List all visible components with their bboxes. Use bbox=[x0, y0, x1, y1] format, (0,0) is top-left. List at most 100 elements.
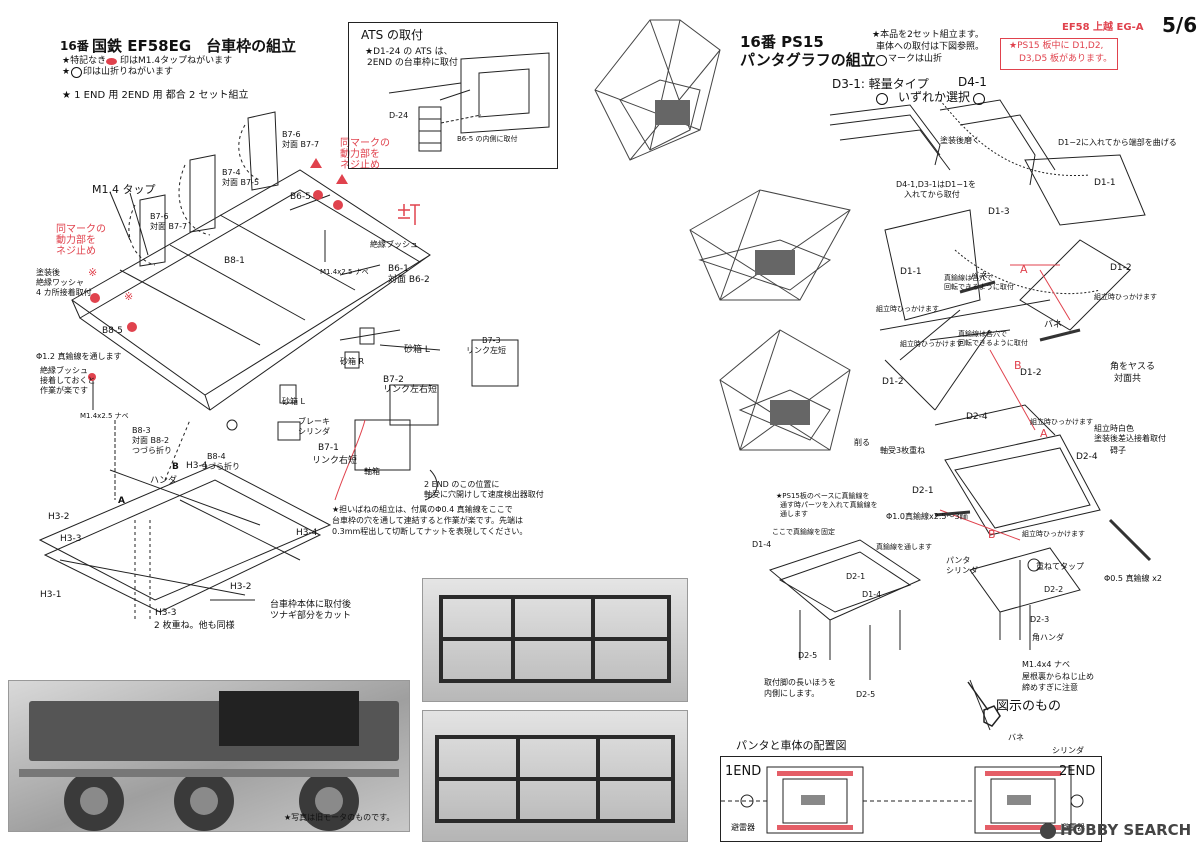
red-dot-icon bbox=[106, 58, 117, 65]
insulator-note-2: 絶縁ワッシャ bbox=[36, 278, 84, 287]
set-note: ★ 1 END 用 2END 用 都合 2 セット組立 bbox=[62, 90, 249, 101]
roof-note-1: 屋根裏からねじ止め bbox=[1022, 672, 1094, 681]
note-2a: ★ bbox=[62, 67, 71, 77]
b76-label-a2: 対面 B7-7 bbox=[282, 140, 320, 149]
bogie-photo-bottom bbox=[422, 710, 688, 842]
layout-diagram bbox=[721, 766, 1084, 834]
red-letter-a2: A bbox=[1040, 427, 1048, 440]
hook-note-4: 組立時ひっかけます bbox=[1022, 530, 1085, 538]
d12-label-c: D1-2 bbox=[1020, 368, 1042, 378]
layout-box: 1END 2END 避雷器 避雷器 bbox=[720, 756, 1102, 842]
svg-text:※: ※ bbox=[124, 290, 133, 303]
ps15-note-3: 通します bbox=[780, 510, 808, 518]
cut-note-1: 台車枠本体に取付後 bbox=[270, 600, 352, 610]
ats-inner-note: B6-5 の内側に取付 bbox=[457, 135, 518, 143]
corner-file-note-2: 対面共 bbox=[1114, 374, 1142, 384]
red-note-1: ★PS15 板中に D1,D2, bbox=[1009, 41, 1104, 51]
b72-label-2: リンク左右短 bbox=[383, 385, 438, 395]
spring-label-b: バネ bbox=[1044, 320, 1063, 330]
red-note-2: D3,D5 板があります。 bbox=[1019, 54, 1113, 64]
watermark: HOBBY SEARCH bbox=[1060, 821, 1192, 839]
phi10-note: Φ1.0真鍮線x2.5〜3㎜ bbox=[886, 512, 968, 521]
page-number: 5/6 bbox=[1162, 13, 1198, 37]
hook-note-2: 組立時ひっかけます bbox=[1094, 293, 1157, 301]
hook-note-3: 組立時ひっかけます bbox=[1030, 418, 1093, 426]
red-note-box: ★PS15 板中に D1,D2, D3,D5 板があります。 bbox=[1000, 38, 1118, 70]
red-letter-b2: B bbox=[988, 528, 996, 541]
d23-label: D2-3 bbox=[1030, 615, 1050, 624]
left-title-number: 16番 bbox=[60, 39, 89, 53]
screw-m14x25-b: M1.4x2.5 ナベ bbox=[320, 268, 369, 276]
d41-label: D4-1 bbox=[958, 75, 987, 89]
watermark-logo-icon bbox=[1040, 823, 1056, 839]
brake-label-2: シリンダ bbox=[298, 427, 330, 436]
note-1a: ★特記なき bbox=[62, 56, 107, 66]
same-mark-label-a1: 同マークの bbox=[56, 224, 106, 235]
left-title: 国鉄 EF58EG 台車枠の組立 bbox=[92, 37, 297, 55]
hook-note-1: 組立時ひっかけます bbox=[876, 305, 939, 313]
insulator-label: 碍子 bbox=[1110, 446, 1126, 455]
insulator-note-1: 塗装後 bbox=[36, 268, 60, 277]
spring-note-1: ★担いばねの組立は、付属のΦ0.4 真鍮線をここで bbox=[332, 505, 513, 514]
d11-label-a: D1-1 bbox=[1094, 178, 1116, 188]
spring-label-a: バネ bbox=[970, 272, 989, 282]
phi05-note: Φ0.5 真鍮線 x2 bbox=[1104, 574, 1162, 583]
wire-12-note: Φ1.2 真鍮線を通します bbox=[36, 352, 122, 361]
red-letter-a: A bbox=[1020, 263, 1028, 276]
screw-m14x25-a: M1.4x2.5 ナベ bbox=[80, 412, 129, 420]
brake-label-1: ブレーキ bbox=[298, 417, 330, 426]
right-note-1: ★本品を2セット組立ます。 bbox=[872, 30, 984, 40]
insulator-bush-label: 絶縁ブッシュ bbox=[370, 240, 418, 249]
d14-label-a: D1-4 bbox=[752, 540, 772, 549]
m14-tap-label: M1.4 タップ bbox=[92, 183, 156, 196]
yamaori-mark-icon-d4 bbox=[973, 93, 985, 105]
d12-note: D1−2に入れてから端部を曲げる bbox=[1058, 138, 1177, 147]
layout-spring-label: バネ bbox=[1008, 733, 1024, 742]
b83-label-2: 対面 B8-2 bbox=[132, 436, 170, 445]
layout-title: パンタと車体の配置図 bbox=[736, 739, 847, 752]
bogie-photo-side bbox=[8, 680, 410, 832]
d12-label-a: D1-2 bbox=[1110, 263, 1132, 273]
b73-label-2: リンク左短 bbox=[466, 346, 506, 355]
paint-note: 塗装後磨く bbox=[940, 136, 980, 145]
right-title-number: 16番 PS15 bbox=[740, 33, 824, 51]
b65-label: B6-5 bbox=[290, 192, 311, 202]
same-mark-label-b1: 同マークの bbox=[340, 138, 390, 149]
ps15-note-2: 通す時パーツを入れて真鍮線を bbox=[780, 501, 878, 509]
stack-tap-note: 重ねてタップ bbox=[1036, 562, 1084, 571]
d21-label-a: D2-1 bbox=[912, 486, 934, 496]
pass-wire-note: 真鍮線を通します bbox=[876, 543, 932, 551]
twofold-note: 2 枚重ね。他も同様 bbox=[154, 621, 235, 631]
end2-note-1: 2 END のこの位置に bbox=[424, 480, 500, 489]
ref-letter-b: B bbox=[172, 462, 179, 472]
b84-label-1: B8-4 bbox=[207, 452, 226, 461]
b71-label-2: リンク右短 bbox=[312, 456, 358, 466]
photo-frame-bottom bbox=[435, 735, 675, 823]
b61-label-2: 対面 B6-2 bbox=[388, 275, 430, 285]
svg-text:※: ※ bbox=[88, 266, 97, 279]
brass-note-a2: 回転できるように取付 bbox=[944, 283, 1014, 291]
ats-desc-1: ★D1-24 の ATS は、 bbox=[365, 47, 453, 57]
white-paint-note-1: 組立時白色 bbox=[1094, 424, 1134, 433]
b76-label-b1: B7-6 bbox=[150, 212, 169, 221]
brass-note-b2: 回転できるように取付 bbox=[958, 339, 1028, 347]
sandbox-r-label: 砂箱 R bbox=[340, 357, 365, 366]
arrester-label-2: 避雷器 bbox=[1061, 823, 1085, 832]
insulator-note-3: 4 カ所接着取付 bbox=[36, 288, 92, 297]
shown-part-label: 図示のもの bbox=[996, 699, 1062, 714]
yamaori-mark-icon bbox=[71, 67, 82, 78]
yamaori-mark-icon-right bbox=[876, 55, 887, 66]
same-mark-label-a2: 動力部を bbox=[56, 235, 96, 246]
cut-note-2: ツナギ部分をカット bbox=[270, 611, 352, 621]
photo-wheels bbox=[19, 691, 399, 831]
d25-label-a: D2-5 bbox=[798, 651, 818, 660]
h34-label-a: H3-4 bbox=[186, 461, 208, 471]
bush-note-3: 作業が楽です bbox=[40, 386, 88, 395]
b81-label: B8-1 bbox=[224, 256, 245, 266]
d14-label-b: D1-4 bbox=[862, 590, 882, 599]
ats-title: ATS の取付 bbox=[361, 28, 424, 42]
roof-note-2: 締めすぎに注意 bbox=[1022, 683, 1078, 692]
b61-label-1: B6-1 bbox=[388, 264, 409, 274]
